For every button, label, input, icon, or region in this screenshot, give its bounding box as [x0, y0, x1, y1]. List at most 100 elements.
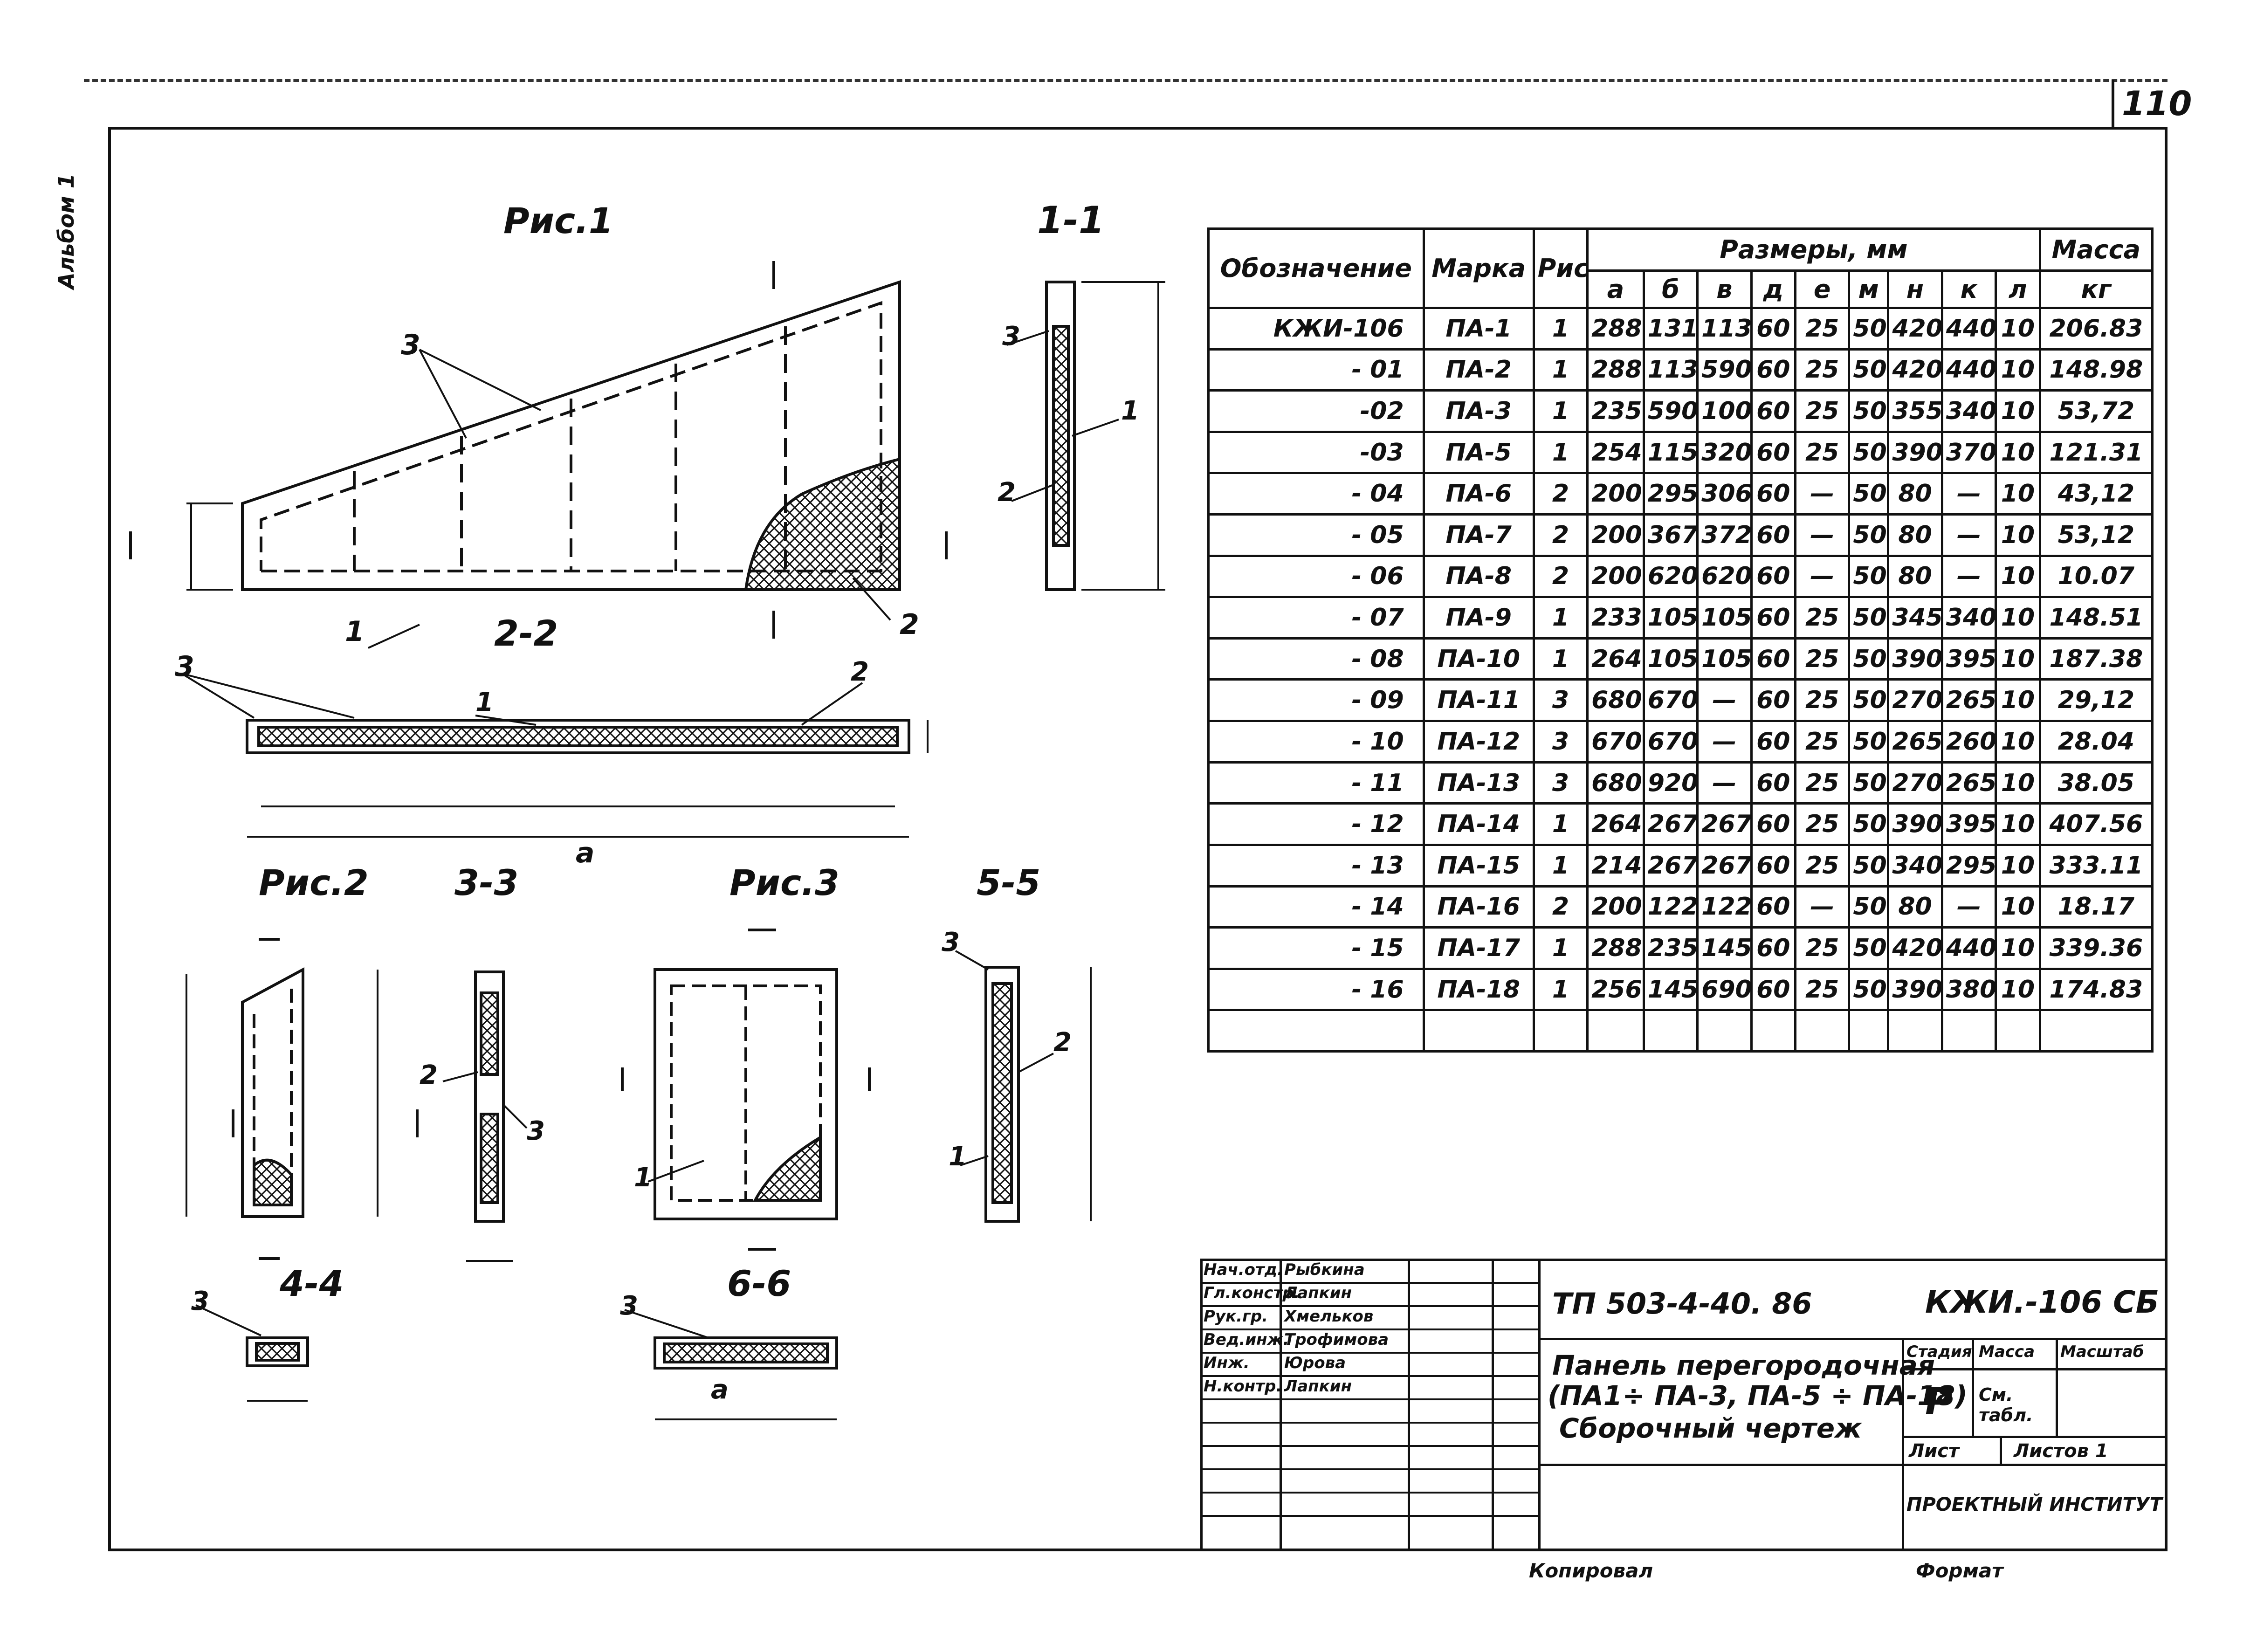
table-cell: 260: [1940, 720, 1997, 764]
label-3: 3: [401, 329, 420, 361]
table-cell: 10: [1995, 554, 2041, 599]
table-cell: 10: [1995, 885, 2041, 929]
panel-fig1-outline: [129, 261, 948, 649]
table-cell: —: [1940, 472, 1997, 516]
stage-value: Р: [1925, 1380, 1953, 1423]
table-cell: 2350: [1586, 389, 1645, 433]
staff-col-line-2: [1408, 1259, 1410, 1551]
table-cell: 25: [1794, 720, 1851, 764]
table-cell: 620: [1642, 554, 1699, 599]
table-cell: - 10: [1207, 720, 1425, 764]
th-dim: к: [1940, 269, 1997, 309]
table-cell: 121.31: [2038, 430, 2154, 475]
th-dim: е: [1794, 269, 1851, 309]
tb-sheet-col: [2000, 1436, 2002, 1464]
table-cell: - 11: [1207, 761, 1425, 805]
table-cell: 100: [1696, 389, 1753, 433]
th-dim: д: [1750, 269, 1797, 309]
title-block-main: [1538, 1259, 2168, 1551]
table-cell: 420: [1887, 348, 1943, 392]
staff-row-line: [1200, 1445, 1541, 1447]
table-cell: -03: [1207, 430, 1425, 475]
staff-row-line: [1200, 1282, 1541, 1284]
table-cell: - 15: [1207, 926, 1425, 970]
table-cell: 340: [1887, 843, 1943, 888]
table-cell: 3: [1532, 720, 1589, 764]
table-cell: 200: [1586, 554, 1645, 599]
table-cell: 80: [1887, 885, 1943, 929]
stage-label: Стадия: [1906, 1342, 1972, 1361]
sheets-label: Листов 1: [2014, 1440, 2108, 1462]
table-cell: - 06: [1207, 554, 1425, 599]
table-cell: —: [1696, 678, 1753, 723]
th-mass: Масса: [2038, 227, 2154, 272]
title-line-3: Сборочный чертеж: [1559, 1412, 1862, 1444]
table-cell: 1150: [1642, 430, 1699, 475]
table-cell: [1794, 1009, 1851, 1053]
th-dim: н: [1887, 269, 1943, 309]
table-cell: [1750, 1009, 1797, 1053]
label-2e: 2: [1053, 1027, 1072, 1058]
table-cell: 2330: [1586, 596, 1645, 640]
table-cell: 10: [1995, 926, 2041, 970]
table-cell: 43,12: [2038, 472, 2154, 516]
table-cell: 2640: [1586, 802, 1645, 846]
table-cell: 1450: [1696, 926, 1753, 970]
staff-name: Лапкин: [1284, 1284, 1352, 1302]
staff-col-line-1: [1280, 1259, 1282, 1551]
table-cell: 1: [1532, 967, 1589, 1012]
table-cell: 2: [1532, 885, 1589, 929]
table-cell: 25: [1794, 926, 1851, 970]
table-cell: 2640: [1586, 637, 1645, 681]
table-cell: ПА-17: [1422, 926, 1535, 970]
label-1c: 1: [475, 687, 494, 717]
table-cell: ПА-10: [1422, 637, 1535, 681]
table-cell: 10: [1995, 802, 2041, 846]
label-3c: 3: [175, 650, 194, 683]
table-cell: 390: [1887, 967, 1943, 1012]
table-cell: 60: [1750, 389, 1797, 433]
table-cell: [1532, 1009, 1589, 1053]
table-cell: 265: [1940, 761, 1997, 805]
staff-row-line: [1200, 1328, 1541, 1330]
table-cell: - 09: [1207, 678, 1425, 723]
table-cell: 80: [1887, 554, 1943, 599]
section-4-4: [195, 1304, 309, 1402]
table-cell: 50: [1848, 307, 1890, 351]
table-cell: 670: [1586, 720, 1645, 764]
table-cell: 25: [1794, 307, 1851, 351]
fig3-title: Рис.3: [729, 862, 839, 903]
table-cell: 25: [1794, 967, 1851, 1012]
staff-name: Юрова: [1284, 1354, 1346, 1372]
section-5-5: [955, 950, 1092, 1223]
table-cell: 50: [1848, 389, 1890, 433]
label-2d: 2: [420, 1060, 438, 1090]
table-cell: 295: [1940, 843, 1997, 888]
staff-role: Нач.отд.: [1204, 1260, 1284, 1279]
table-cell: 265: [1887, 720, 1943, 764]
staff-name: Хмельков: [1284, 1307, 1374, 1326]
table-cell: 395: [1940, 802, 1997, 846]
table-cell: 2560: [1586, 967, 1645, 1012]
table-cell: 206.83: [2038, 307, 2154, 351]
table-cell: 10: [1995, 967, 2041, 1012]
table-cell: 1: [1532, 843, 1589, 888]
drawing-code: КЖИ.-106 СБ: [1925, 1284, 2159, 1320]
table-cell: 10: [1995, 843, 2041, 888]
sec11-title: 1-1: [1037, 199, 1105, 242]
staff-row-line: [1200, 1305, 1541, 1307]
table-cell: 670: [1642, 720, 1699, 764]
table-cell: - 08: [1207, 637, 1425, 681]
table-cell: 440: [1940, 307, 1997, 351]
table-cell: 1130: [1642, 348, 1699, 392]
table-cell: 200: [1586, 513, 1645, 557]
table-cell: 270: [1887, 761, 1943, 805]
th-dim: б: [1642, 269, 1699, 309]
table-cell: 25: [1794, 596, 1851, 640]
table-cell: 590: [1696, 348, 1753, 392]
table-cell: 340: [1940, 389, 1997, 433]
table-cell: 10: [1995, 761, 2041, 805]
